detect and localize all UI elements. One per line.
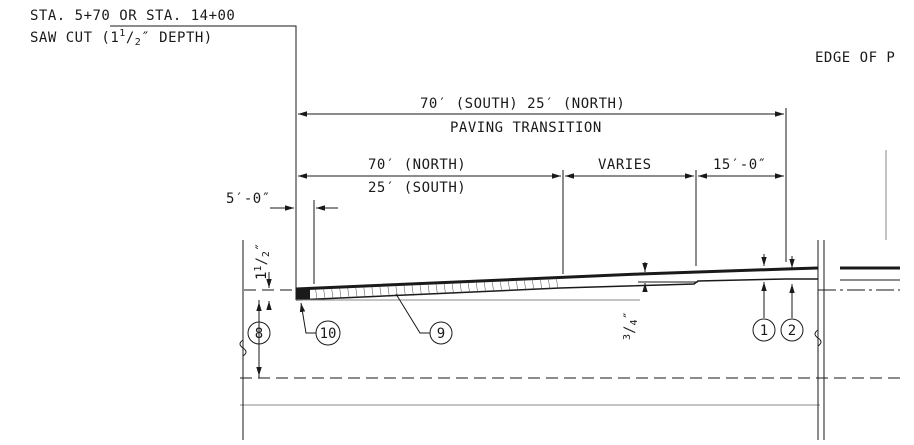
- callout-9-number: 9: [437, 326, 445, 342]
- callout-2-number: 2: [788, 323, 796, 339]
- station-label: STA. 5+70 OR STA. 14+00: [30, 8, 235, 24]
- callout-1-number: 1: [760, 323, 768, 339]
- right-break-squiggle: [814, 329, 822, 347]
- callout-8-number: 8: [255, 326, 263, 342]
- left-break-squiggle: [239, 339, 247, 357]
- callout-2-circle: [780, 318, 804, 342]
- fifteen-foot-label: 15′-0″: [713, 157, 767, 173]
- svg-text:3/4″: 3/4″: [622, 311, 640, 340]
- five-foot-label: 5′-0″: [226, 191, 271, 207]
- callout-1-circle: [752, 318, 776, 342]
- varies-label: VARIES: [598, 157, 652, 173]
- three-quarter-inch-label: 3/4″: [622, 311, 640, 340]
- svg-text:SAW CUT (11/2″ DEPTH): SAW CUT (11/2″ DEPTH): [30, 28, 213, 48]
- paving-transition-label: PAVING TRANSITION: [450, 120, 602, 136]
- saw-cut-block: [296, 288, 310, 300]
- paving-dimension-top: 70′ (SOUTH) 25′ (NORTH): [420, 96, 625, 112]
- saw-cut-label: SAW CUT (11/2″ DEPTH): [30, 28, 213, 48]
- overlay-taper-top: [295, 266, 819, 291]
- south-dimension-label: 25′ (SOUTH): [368, 180, 466, 196]
- callout-8-circle: [247, 321, 271, 345]
- taper-wedge-hatch: [298, 278, 560, 301]
- callout-10-leader: [299, 302, 316, 334]
- svg-text:11/2″: 11/2″: [253, 243, 272, 280]
- north-dimension-label: 70′ (NORTH): [368, 157, 466, 173]
- callout-10-number: 10: [320, 326, 337, 342]
- one-half-inch-label: 11/2″: [253, 243, 272, 280]
- callout-9-leader: [395, 293, 430, 334]
- edge-of-pavement-label: EDGE OF P: [815, 50, 895, 66]
